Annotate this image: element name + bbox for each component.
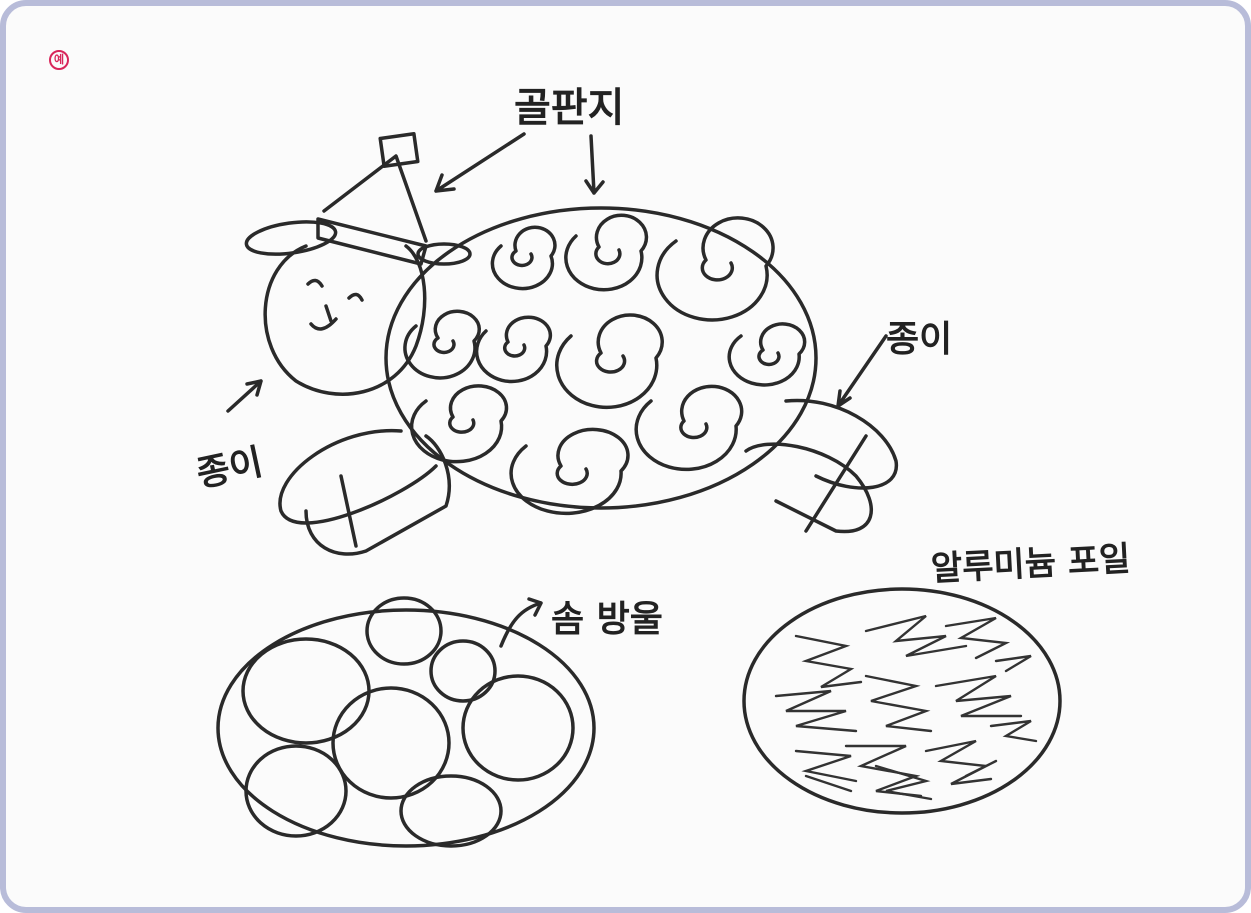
aluminum-foil-sample [742,587,1062,815]
arrow-corrugated-to-hat [434,132,526,193]
arrow-cotton [499,597,543,648]
wool-swirls [403,213,807,516]
sheep-mouth [309,304,338,331]
annotation-arrows [226,132,888,648]
sheep-legs [278,398,898,556]
cotton-balls-sample [216,596,596,848]
arrow-corrugated-to-body [584,134,605,195]
party-hat [316,132,472,266]
label-paper-right: 종이 [886,319,952,360]
sheep-eye-left [306,278,324,288]
label-paper-left: 종이 [193,442,266,496]
label-aluminum-foil: 알루미늄 포일 [930,539,1131,589]
arrow-paper-right [836,334,888,408]
sheep-figure [244,132,898,556]
sheep-body [384,206,818,510]
arrow-paper-left [226,379,263,413]
sheep-ear [244,220,338,256]
label-cotton-balls: 솜 방울 [551,599,663,640]
example-badge: 예 [49,50,69,70]
sheep-eye-right [347,292,364,302]
sheep-collage-drawing: 골판지 종이 종이 솜 방울 알루미늄 포일 [193,85,1131,848]
sheep-head [263,244,427,396]
label-corrugated-paper: 골판지 [514,85,624,131]
